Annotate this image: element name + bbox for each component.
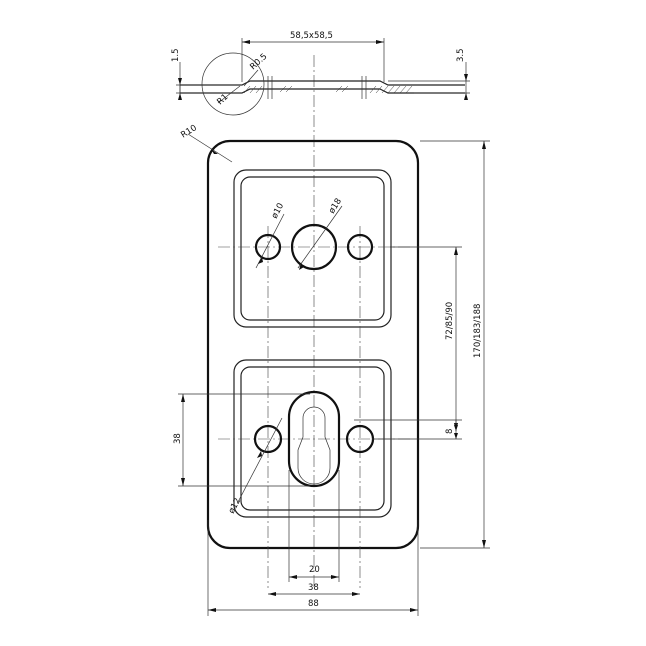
width-label: 88 (308, 599, 319, 609)
cylinder-slot (287, 390, 341, 488)
arrowhead (454, 247, 458, 255)
arrowhead (258, 257, 263, 264)
arrowhead (181, 394, 185, 402)
inner-radius-leader (243, 69, 259, 87)
spacing-label: 72/85/90 (445, 302, 455, 340)
front-view: ø10 ø18 ø12 R10 (179, 123, 420, 588)
height-label: 170/183/188 (473, 304, 483, 358)
right-thickness-label: 3.5 (456, 48, 466, 62)
arrowhead (268, 592, 276, 596)
upper-right-hole (346, 233, 374, 261)
arrowhead (178, 93, 182, 100)
small-hole-leader (255, 213, 285, 269)
upper-centre-hole (290, 223, 338, 271)
lower-left-hole (253, 424, 283, 454)
arrowhead (257, 451, 262, 458)
cylinder-profile (297, 406, 331, 485)
slot-width-label: 20 (309, 565, 320, 575)
arrowhead (410, 608, 418, 612)
detail-circle (201, 52, 265, 116)
arrowhead (211, 149, 218, 154)
plate-outline (206, 139, 420, 550)
upper-left-hole (254, 233, 282, 261)
outer-radius-leader (217, 85, 241, 104)
lower-recess-outer (233, 359, 392, 518)
arrowhead (482, 540, 486, 548)
arrowhead (299, 263, 304, 270)
dimensions: 170/183/188 72/85/90 8 38 20 38 (173, 140, 490, 616)
arrowhead (178, 78, 182, 85)
slot-height-label: 38 (173, 433, 183, 444)
hole-spacing-label: 38 (308, 583, 319, 593)
arrowhead (208, 608, 216, 612)
corner-radius-leader (187, 133, 233, 163)
corner-radius-label: R10 (179, 123, 198, 140)
arrowhead (331, 575, 339, 579)
left-thickness-label: 1.5 (171, 48, 181, 62)
arrowhead (482, 141, 486, 149)
lower-recess-inner (240, 366, 385, 511)
arrowhead (464, 74, 468, 81)
outer-radius-label: R1 (215, 92, 230, 107)
arrowhead (181, 478, 185, 486)
small-hole-label: ø10 (270, 202, 286, 221)
arrowhead (242, 40, 250, 44)
section-profile-top (180, 80, 465, 86)
arrowhead (464, 93, 468, 100)
upper-recess-outer (233, 169, 392, 328)
section-hatching (243, 85, 413, 94)
upper-recess-inner (240, 176, 385, 321)
arrowhead (454, 433, 458, 439)
inner-radius-label: R0.5 (248, 52, 269, 72)
arrowhead (376, 40, 384, 44)
offset-label: 8 (445, 429, 455, 434)
arrowhead (352, 592, 360, 596)
big-hole-leader (297, 205, 343, 269)
section-view: R1 R0.5 58,5x58,5 1.5 3.5 (171, 31, 470, 590)
arrowhead (289, 575, 297, 579)
arrowhead (454, 425, 458, 431)
section-width-label: 58,5x58,5 (290, 31, 333, 41)
lower-hole-leader (237, 417, 283, 503)
